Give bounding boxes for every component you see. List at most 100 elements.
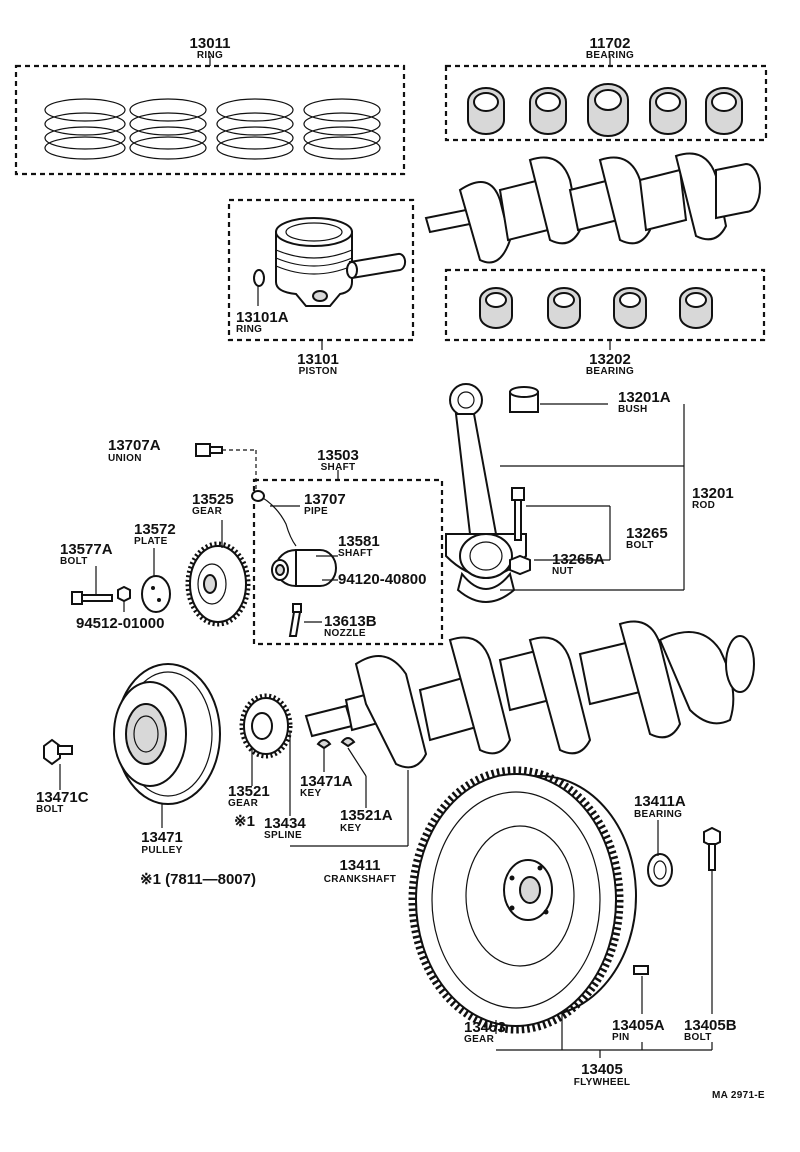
rod-bush [509,386,539,413]
nozzle-tip [288,603,302,637]
label-13572-number: 13572 [134,521,176,538]
label-13202-name: BEARING [586,366,634,377]
label-13411a-number: 13411A [634,793,686,810]
timing-gear-lower-drawing [239,693,293,759]
label-13521-number: 13521 [228,783,270,800]
bearing-shell [529,87,567,135]
label-13581-name: SHAFT [338,548,373,559]
label-13202-number: 13202 [589,351,631,368]
piston-drawing [227,198,415,350]
leader-lines [59,286,713,1058]
label-13577a-number: 13577A [60,541,113,558]
label-11702-number: 11702 [590,35,631,52]
label-13411-name: CRANKSHAFT [324,874,396,885]
label-13581-number: 13581 [338,533,380,550]
bearing-shell [679,287,713,329]
bearing-shell [705,87,743,135]
label-94512-number: 94512-01000 [76,615,164,632]
crankshaft-upper-drawing [424,152,761,264]
pulley-note: ※1 (7811—8007) [140,871,256,888]
label-13707-name: PIPE [304,506,328,517]
label-13201a-name: BUSH [618,404,648,415]
piston-pin [346,252,407,280]
label-13265-name: BOLT [626,540,654,551]
label-13613b-number: 13613B [324,613,377,630]
snap-ring [253,269,265,287]
label-13411a-name: BEARING [634,809,682,820]
label-13707a-number: 13707A [108,437,161,454]
label-13471a-name: KEY [300,788,321,799]
label-13265a-name: NUT [552,566,573,577]
ring-stack-1 [44,98,126,160]
label-13405b-name: BOLT [684,1032,712,1043]
ring-stack-4 [303,98,381,160]
label-13201a-number: 13201A [618,389,671,406]
plate-drawing [141,575,171,613]
timing-gear-upper-drawing [185,541,251,627]
label-13405a-name: PIN [612,1032,630,1043]
label-13101a-number: 13101A [236,309,289,326]
ring-set-drawing [14,56,406,176]
label-13572-name: PLATE [134,536,168,547]
label-13525-number: 13525 [192,491,234,508]
connecting-rod-drawing [445,383,539,603]
label-13453-number: 13453 [464,1019,506,1036]
label-13577a-name: BOLT [60,556,88,567]
label-13434-name: SPLINE [264,830,302,841]
label-13471c-name: BOLT [36,804,64,815]
main-bearing-set-drawing [444,56,768,142]
label-13405-name: FLYWHEEL [574,1077,630,1088]
label-11702-name: BEARING [586,50,634,61]
label-13201-number: 13201 [692,485,734,502]
ring-stack-2 [129,98,207,160]
label-13265-number: 13265 [626,525,668,542]
pulley-drawing [113,663,221,805]
pipe-line [251,490,297,547]
bearing-shell [613,287,647,329]
label-13471-name: PULLEY [141,845,182,856]
bearing-shell [479,287,513,329]
drawing-code: MA 2971-E [712,1090,765,1101]
label-13405-number: 13405 [581,1061,623,1078]
label-13453-name: GEAR [464,1034,495,1045]
label-13471a-number: 13471A [300,773,353,790]
bearing-shell [649,87,687,135]
label-13405a-number: 13405A [612,1017,665,1034]
label-13405b-number: 13405B [684,1017,737,1034]
nozzle-shaft [271,549,337,587]
rod-bolt [511,487,525,541]
flywheel-pin-drawing [633,965,649,975]
label-94120-number: 94120-40800 [338,571,426,588]
crank-key [316,737,356,750]
union-fitting [195,443,223,457]
bearing-shell [467,87,505,135]
pilot-bearing-drawing [647,853,673,887]
flywheel-drawing [408,766,637,1034]
label-13471c-number: 13471C [36,789,89,806]
label-13503-name: SHAFT [321,462,356,473]
bearing-shell [587,83,629,137]
label-13707-number: 13707 [304,491,346,508]
label-13503-number: 13503 [317,447,359,464]
label-13434-number: 13434 [264,815,306,832]
label-13101-name: PISTON [299,366,338,377]
spline-marker: ※1 [234,813,255,830]
label-13471-number: 13471 [141,829,183,846]
label-13201-name: ROD [692,500,715,511]
label-13101-number: 13101 [297,351,339,368]
bearing-shell [547,287,581,329]
bolt-washer-drawing [71,585,131,605]
pulley-bolt-drawing [43,738,73,766]
crankshaft-main-drawing [304,620,755,769]
rod-bearing-set-drawing [444,268,766,350]
shaft-group-drawing [195,443,444,646]
label-13521a-number: 13521A [340,807,393,824]
label-13011-name: RING [197,50,223,61]
rod-nut [509,554,531,576]
ring-stack-3 [216,98,294,160]
label-13521a-name: KEY [340,823,361,834]
label-13011-number: 13011 [190,35,231,52]
label-13265a-number: 13265A [552,551,605,568]
label-13707a-name: UNION [108,453,142,464]
part-labels: 13011 RING 11702 BEARING 13101A RING 131… [36,35,765,1101]
